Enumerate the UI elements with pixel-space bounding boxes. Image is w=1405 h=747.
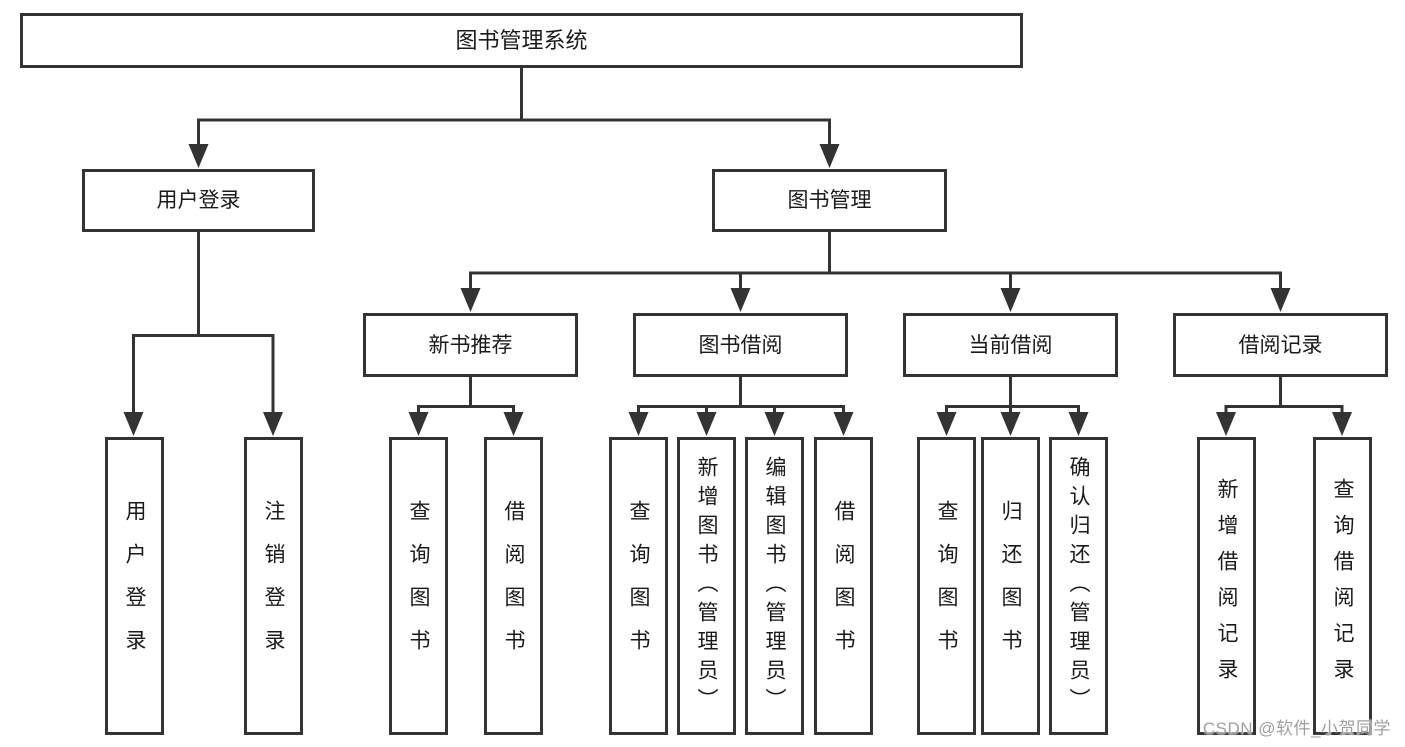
node-label: 新书推荐 bbox=[428, 333, 513, 357]
leaf-borrow-books-recommend: 借阅图书 bbox=[484, 437, 543, 735]
leaf-confirm-return-admin: 确认归还（管理员） bbox=[1049, 437, 1108, 735]
node-label: 图书管理 bbox=[787, 189, 872, 212]
watermark-csdn: CSDN @软件_小贺同学 bbox=[1202, 719, 1391, 738]
leaf-query-borrow-record: 查询借阅记录 bbox=[1313, 437, 1372, 735]
node-user-login: 用户登录 bbox=[82, 169, 315, 232]
leaf-add-borrow-record: 新增借阅记录 bbox=[1197, 437, 1256, 735]
leaf-logout-login: 注销登录 bbox=[244, 437, 303, 735]
leaf-edit-books-admin: 编辑图书（管理员） bbox=[745, 437, 804, 735]
node-current-borrow: 当前借阅 bbox=[903, 313, 1118, 377]
leaf-query-books-current: 查询图书 bbox=[917, 437, 976, 735]
node-new-book-recommend: 新书推荐 bbox=[363, 313, 578, 377]
node-book-management: 图书管理 bbox=[712, 169, 947, 232]
node-label: 借阅记录 bbox=[1238, 333, 1323, 357]
leaf-borrow-books-borrow: 借阅图书 bbox=[814, 437, 873, 735]
node-borrow-records: 借阅记录 bbox=[1173, 313, 1388, 377]
leaf-query-books-recommend: 查询图书 bbox=[389, 437, 448, 735]
node-book-borrow: 图书借阅 bbox=[633, 313, 848, 377]
tree-edges bbox=[132, 68, 1344, 414]
leaf-user-login: 用户登录 bbox=[105, 437, 164, 735]
node-label: 图书管理系统 bbox=[455, 27, 588, 53]
node-label: 图书借阅 bbox=[698, 333, 783, 357]
leaf-add-books-admin: 新增图书（管理员） bbox=[677, 437, 736, 735]
node-label: 用户登录 bbox=[156, 189, 241, 212]
node-library-management-system: 图书管理系统 bbox=[20, 13, 1023, 68]
node-label: 当前借阅 bbox=[968, 333, 1053, 357]
leaf-return-books: 归还图书 bbox=[981, 437, 1040, 735]
arrow-down-icons bbox=[123, 144, 1352, 436]
leaf-query-books-borrow: 查询图书 bbox=[609, 437, 668, 735]
